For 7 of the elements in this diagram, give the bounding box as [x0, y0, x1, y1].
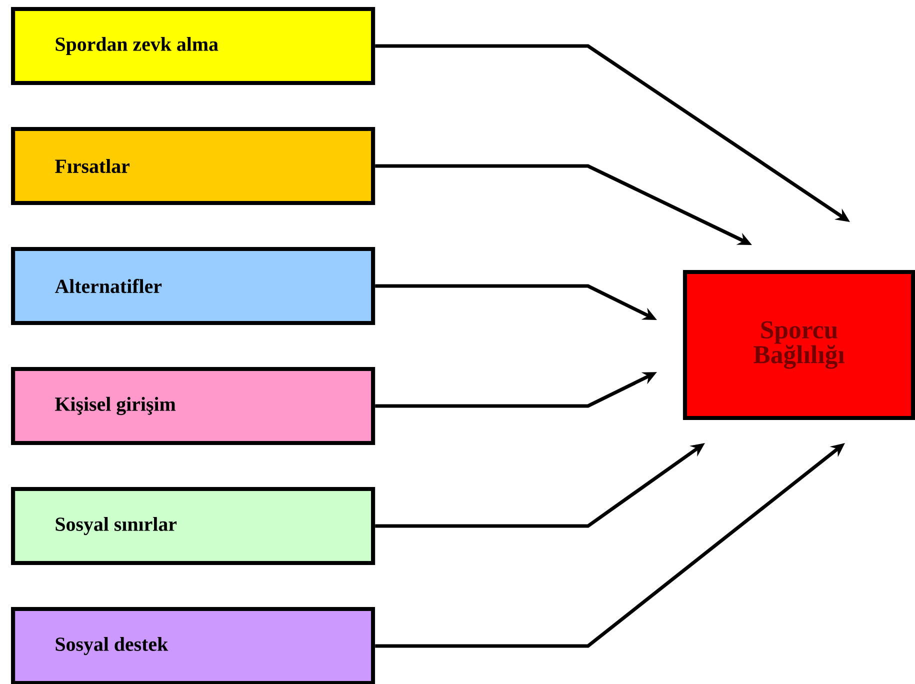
outcome-box: Sporcu Bağlılığı	[682, 270, 915, 420]
factor-box: Alternatifler	[11, 246, 376, 326]
factor-box: Spordan zevk alma	[11, 6, 376, 86]
factor-box: Sosyal sınırlar	[11, 486, 376, 566]
factor-box: Fırsatlar	[11, 126, 376, 206]
factor-box: Sosyal destek	[11, 606, 376, 684]
factor-box: Kişisel girişim	[11, 366, 376, 446]
